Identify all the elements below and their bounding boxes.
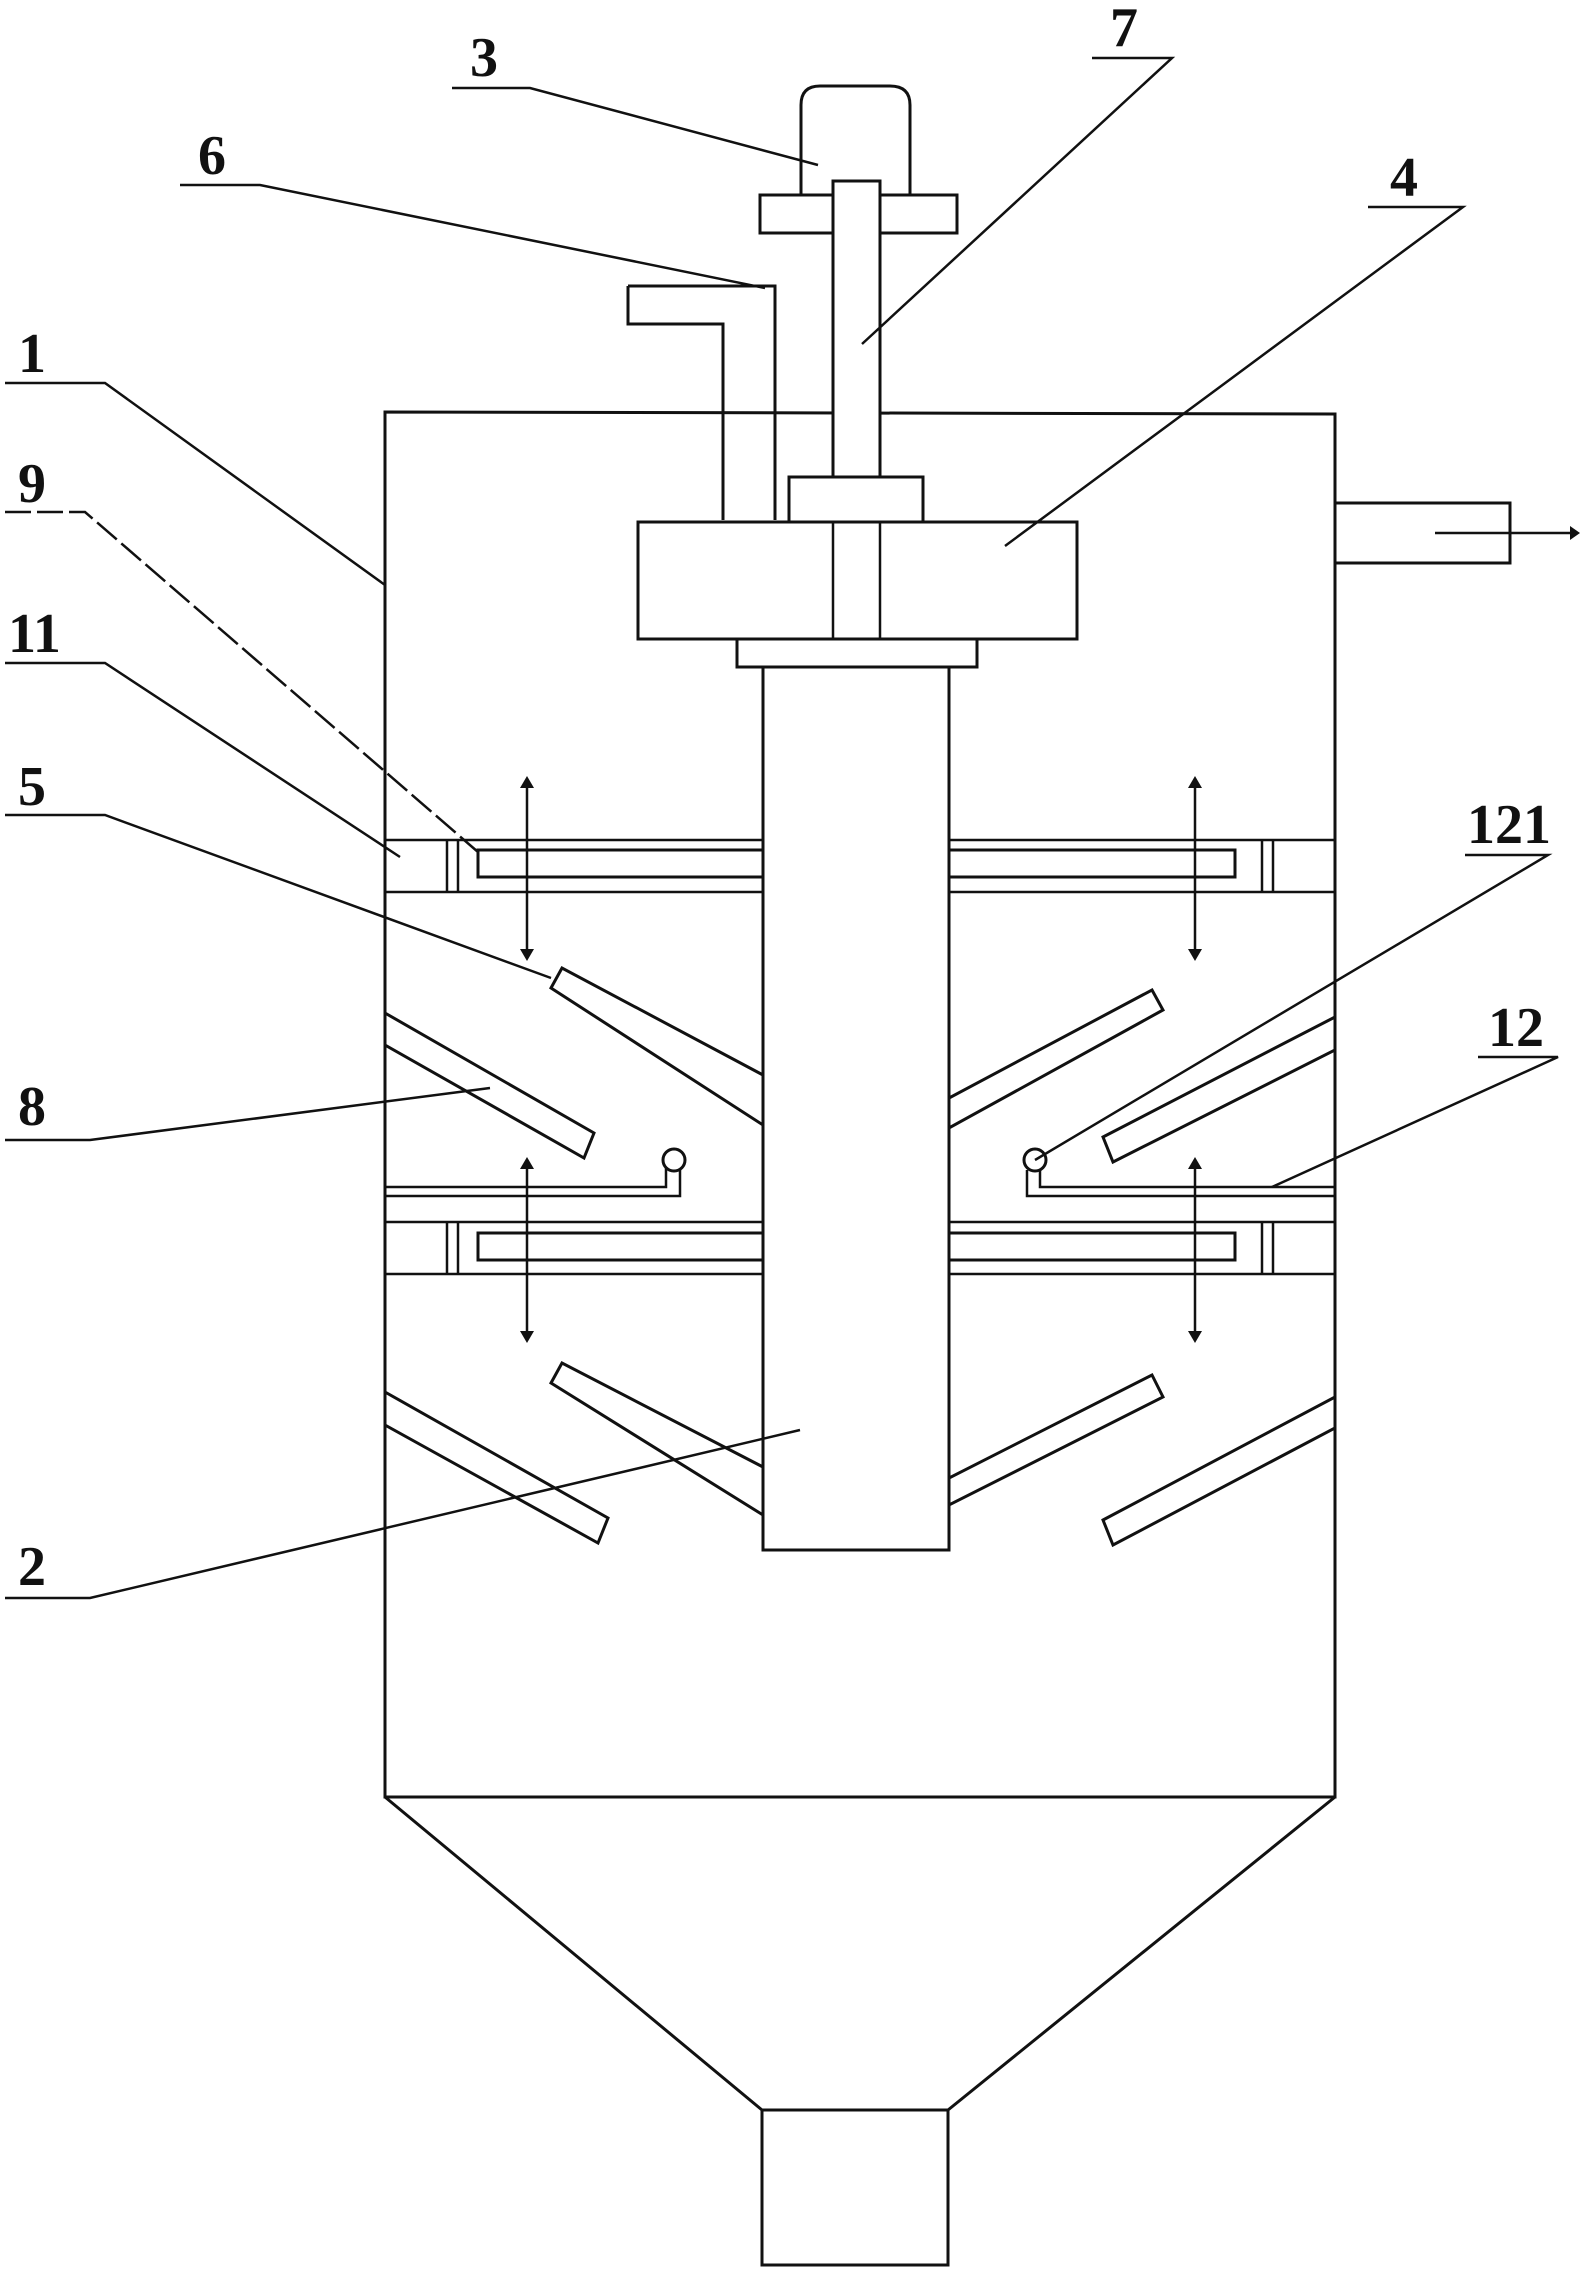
- leader-121: [1034, 853, 1553, 1162]
- upper-motion-arrows: [520, 776, 1202, 961]
- upper-inclined-blades: [383, 965, 1337, 1165]
- leader-9: [5, 510, 479, 853]
- leader-6: [180, 183, 766, 290]
- leader-lines: [5, 56, 1559, 1600]
- label-6: 6: [198, 125, 226, 187]
- central-column: [761, 665, 951, 1552]
- leader-12: [1271, 1055, 1559, 1189]
- lower-movable-plates: [476, 1231, 1237, 1262]
- leader-11: [5, 661, 401, 859]
- leader-5: [5, 813, 552, 980]
- label-121: 121: [1467, 794, 1551, 856]
- drive-shaft: [831, 179, 882, 479]
- lower-baffle-ring: [385, 1220, 1335, 1276]
- leader-3: [452, 86, 819, 167]
- label-5: 5: [18, 756, 46, 818]
- coupling: [787, 475, 925, 524]
- outlet-pipe: [1335, 501, 1580, 565]
- feed-pipe: [626, 284, 777, 520]
- leader-2: [5, 1428, 801, 1600]
- leader-8: [5, 1086, 491, 1142]
- separator-hub: [636, 520, 1079, 669]
- label-1: 1: [18, 323, 46, 385]
- spray-pipes: [385, 1147, 1335, 1198]
- callout-labels: 1 9 11 5 8 2 6 3 7 4 121 12: [8, 0, 1551, 1598]
- upper-baffle-ring: [385, 838, 1335, 894]
- leader-1: [5, 381, 386, 587]
- lower-motion-arrows: [520, 1157, 1202, 1343]
- conical-hopper: [384, 1795, 1336, 2267]
- label-8: 8: [18, 1076, 46, 1138]
- label-2: 2: [18, 1536, 46, 1598]
- leader-4: [1004, 205, 1467, 548]
- label-7: 7: [1110, 0, 1138, 59]
- label-9: 9: [18, 453, 46, 515]
- label-11: 11: [8, 603, 61, 665]
- label-4: 4: [1390, 147, 1418, 209]
- lower-inclined-blades: [383, 1360, 1337, 1548]
- label-12: 12: [1488, 997, 1544, 1059]
- label-3: 3: [470, 27, 498, 89]
- leader-7: [861, 56, 1176, 345]
